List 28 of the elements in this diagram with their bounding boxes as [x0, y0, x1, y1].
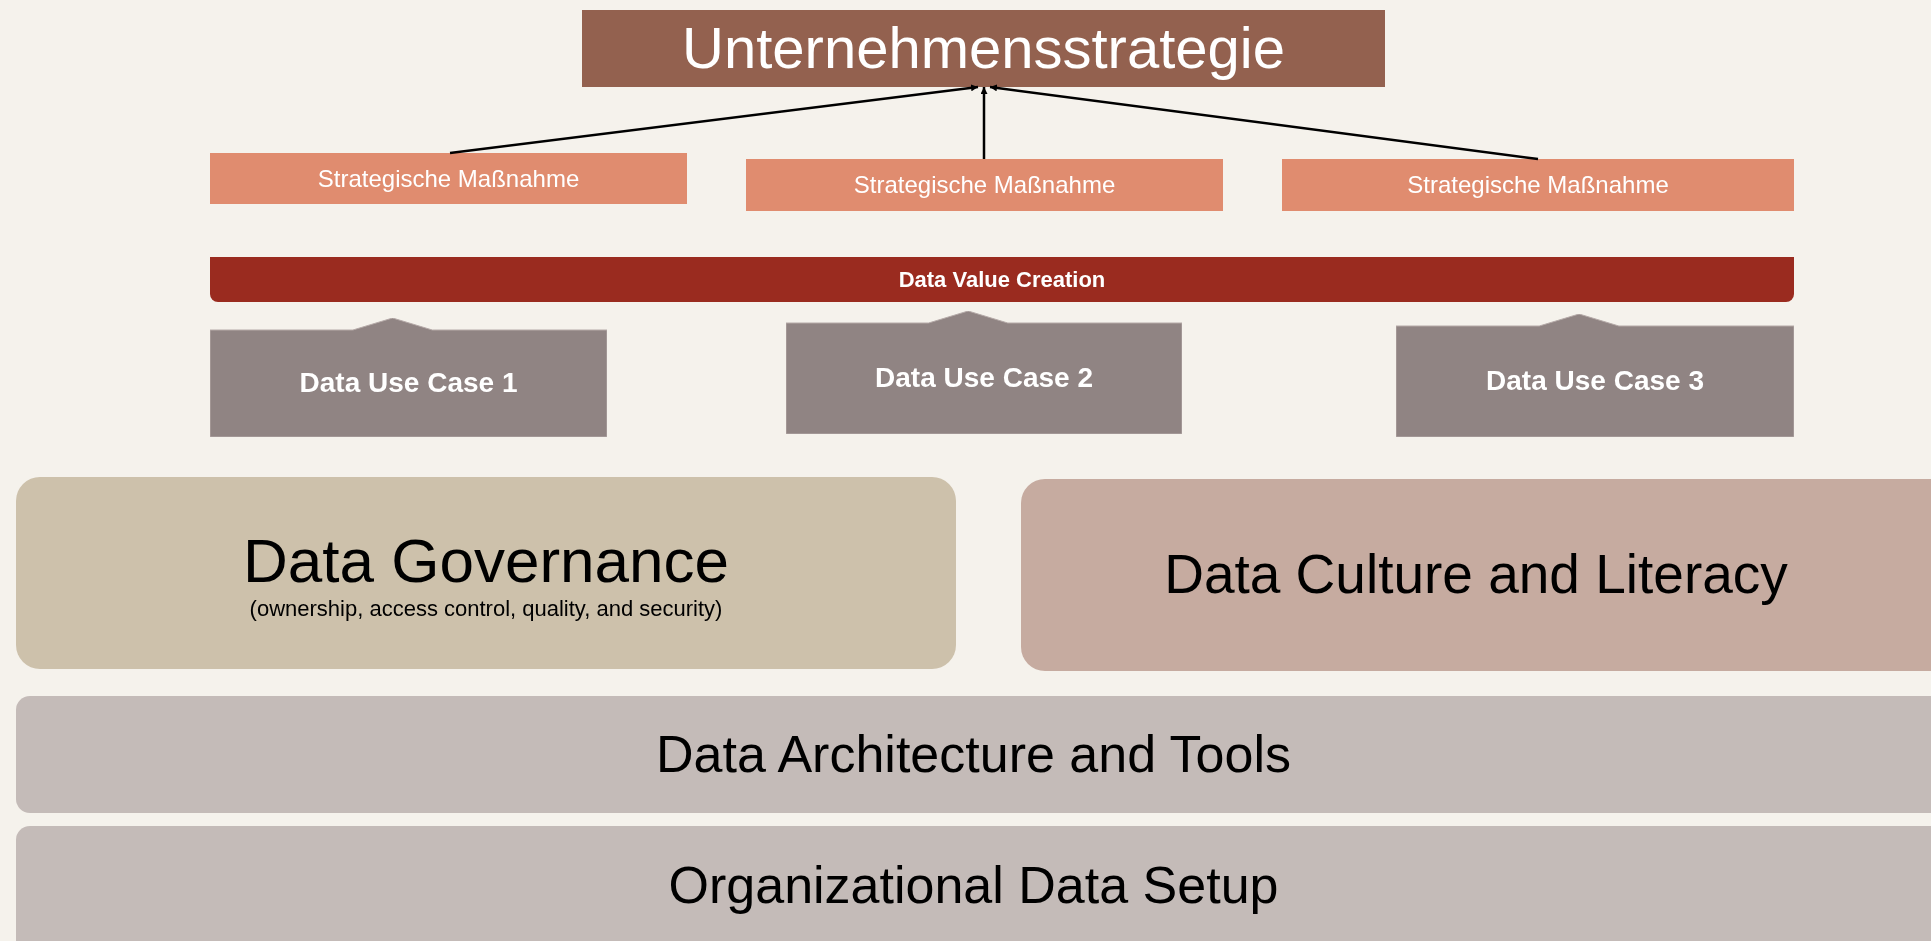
- box-title: Strategische Maßnahme: [853, 171, 1116, 199]
- box-title: Unternehmensstrategie: [682, 15, 1285, 82]
- box-title: Data Governance: [243, 524, 729, 596]
- box-label: Data Use Case 3: [1486, 365, 1704, 398]
- arrow: [449, 84, 979, 155]
- box-label: Data Use Case 2: [875, 362, 1093, 395]
- strategy-box: [582, 10, 1385, 87]
- use-case-box: [210, 318, 607, 437]
- arrow: [980, 87, 988, 159]
- measure-box: [1282, 159, 1794, 211]
- measure-box: [210, 153, 687, 204]
- foundation-layer: [16, 696, 1931, 813]
- box-label: Data Use Case 1: [299, 367, 518, 400]
- use-case-box: [786, 311, 1182, 434]
- use-case-box: [1396, 314, 1794, 437]
- value-creation-bar: [210, 257, 1794, 302]
- arrow: [989, 84, 1539, 161]
- box-title: Strategische Maßnahme: [317, 164, 580, 193]
- box-title: Data Architecture and Tools: [656, 724, 1291, 785]
- pillar-box: [1021, 479, 1931, 671]
- box-title: Strategische Maßnahme: [1407, 171, 1669, 199]
- box-subtitle: (ownership, access control, quality, and security): [249, 596, 723, 622]
- foundation-layer: [16, 826, 1931, 941]
- pillar-box: [16, 477, 956, 669]
- box-label: Data Value Creation: [898, 266, 1106, 293]
- measure-box: [746, 159, 1223, 211]
- box-title: Organizational Data Setup: [668, 856, 1279, 916]
- box-title: Data Culture and Literacy: [1164, 543, 1788, 607]
